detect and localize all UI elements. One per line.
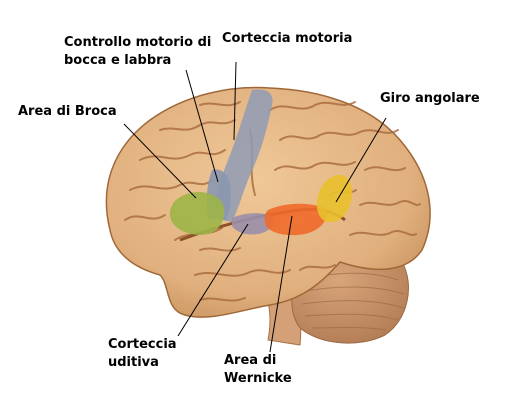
leader-angular — [335, 117, 387, 203]
label-wernicke-line2: Wernicke — [224, 371, 292, 386]
label-broca: Area di Broca — [18, 103, 117, 121]
label-broca-text: Area di Broca — [18, 104, 117, 119]
label-angular-gyrus: Giro angolare — [380, 90, 480, 108]
label-wernicke: Area di Wernicke — [224, 352, 292, 388]
angular-gyrus-region — [316, 174, 353, 223]
cerebrum — [105, 86, 431, 318]
leader-broca — [123, 123, 197, 199]
auditory-cortex-region — [232, 213, 274, 235]
label-mouth-control: Controllo motorio di bocca e labbra — [64, 34, 211, 70]
label-mouth-control-line1: Controllo motorio di — [64, 35, 212, 50]
label-motor-cortex-text: Corteccia motoria — [222, 31, 353, 46]
label-mouth-control-line2: bocca e labbra — [64, 53, 172, 68]
leader-lines — [123, 61, 387, 353]
broca-region — [169, 191, 225, 235]
leader-mouth-control — [185, 69, 219, 183]
label-auditory-line2: uditiva — [108, 355, 159, 370]
label-auditory-cortex: Corteccia uditiva — [108, 336, 177, 372]
label-auditory-line1: Corteccia — [108, 337, 177, 352]
leader-motor-cortex — [233, 61, 237, 141]
wernicke-region — [264, 203, 327, 236]
label-motor-cortex: Corteccia motoria — [222, 30, 352, 48]
leader-auditory — [177, 223, 249, 337]
label-angular-gyrus-text: Giro angolare — [380, 91, 480, 106]
label-wernicke-line1: Area di — [224, 353, 277, 368]
leader-wernicke — [269, 215, 293, 353]
